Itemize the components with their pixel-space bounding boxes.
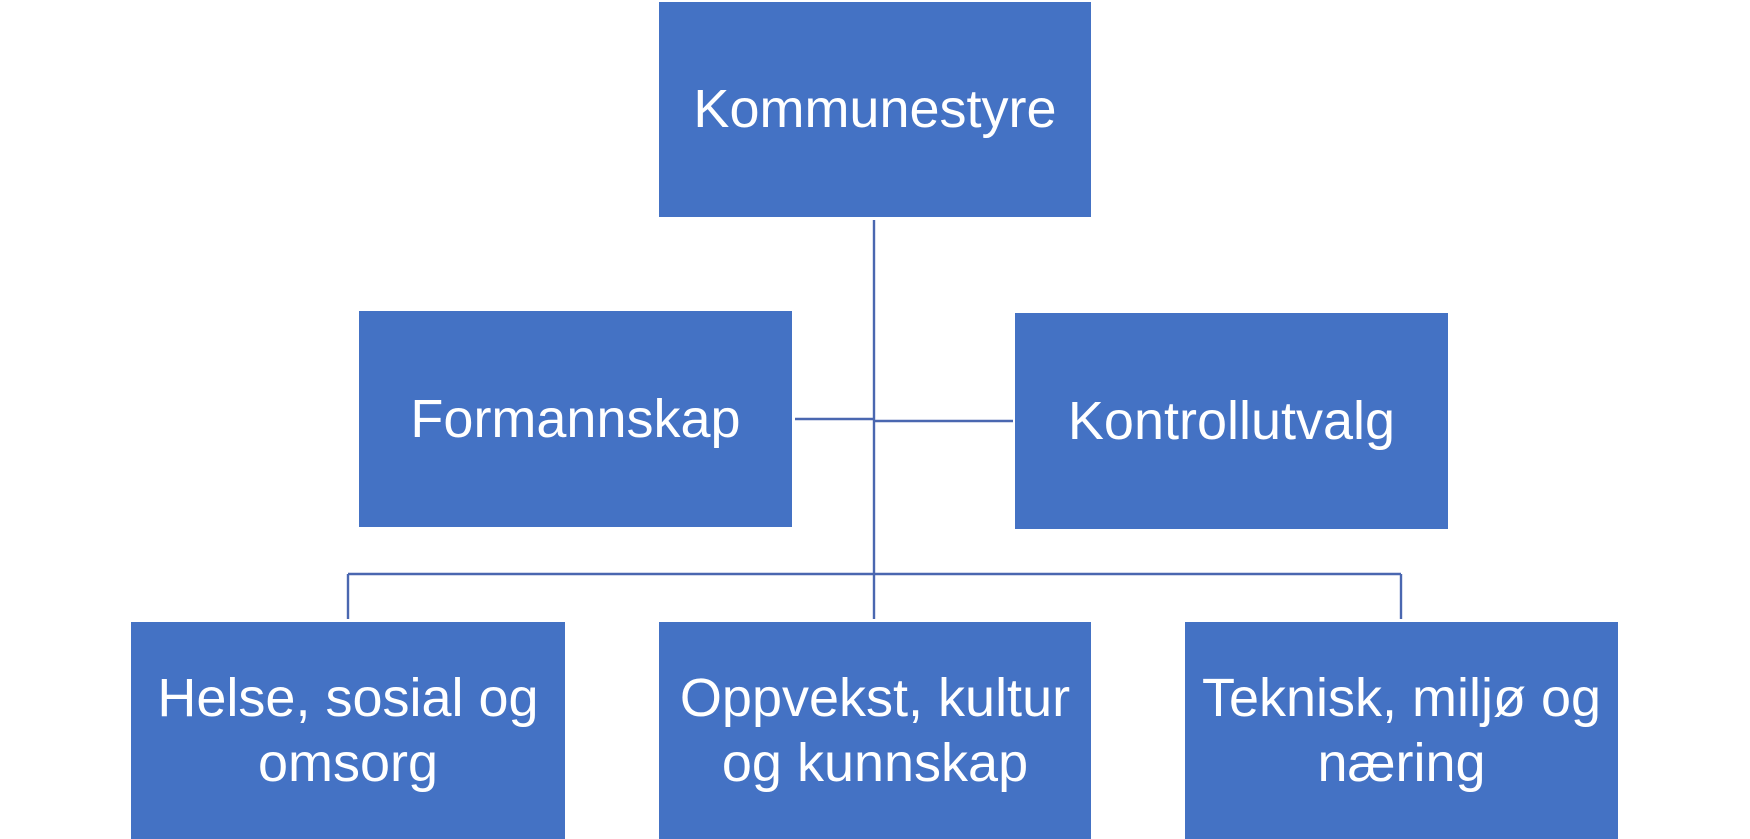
node-teknisk-miljo-naering-label: Teknisk, miljø og næring: [1201, 667, 1602, 793]
node-kontrollutvalg: Kontrollutvalg: [1015, 313, 1448, 529]
node-formannskap-label: Formannskap: [410, 388, 741, 449]
node-kommunestyre-label: Kommunestyre: [693, 79, 1057, 140]
node-kommunestyre: Kommunestyre: [659, 2, 1091, 217]
node-oppvekst-kultur-kunnskap: Oppvekst, kultur og kunnskap: [659, 622, 1091, 839]
node-teknisk-miljo-naering: Teknisk, miljø og næring: [1185, 622, 1618, 839]
node-formannskap: Formannskap: [359, 311, 792, 527]
node-kontrollutvalg-label: Kontrollutvalg: [1067, 390, 1396, 451]
node-oppvekst-kultur-kunnskap-label: Oppvekst, kultur og kunnskap: [679, 667, 1071, 793]
node-helse-sosial-omsorg: Helse, sosial og omsorg: [131, 622, 565, 839]
node-helse-sosial-omsorg-label: Helse, sosial og omsorg: [157, 667, 539, 793]
